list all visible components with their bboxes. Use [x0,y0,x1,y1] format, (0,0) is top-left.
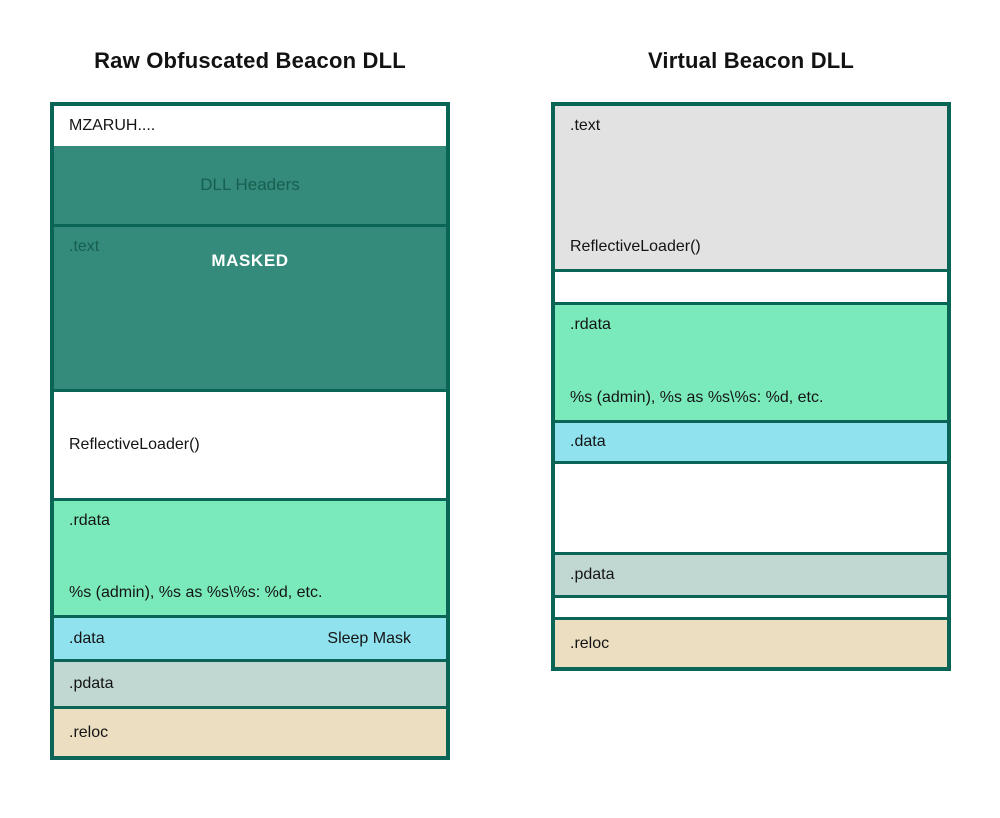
virtual-text-label: .text [570,117,601,134]
pdata-section: .pdata [54,662,446,709]
mz-header-text: MZARUH.... [69,117,156,134]
dll-headers-label: DLL Headers [200,175,300,194]
raw-obfuscated-dll-title: Raw Obfuscated Beacon DLL [94,48,406,73]
virtual-pdata-label: .pdata [570,566,615,583]
virtual-data-label: .data [570,433,606,450]
virtual-gap-3 [555,598,947,617]
virtual-rdata-strings-text: %s (admin), %s as %s\%s: %d, etc. [570,389,824,406]
reflective-loader-label: ReflectiveLoader() [69,436,200,453]
virtual-gap-2 [555,464,947,552]
virtual-reloc-label: .reloc [570,634,610,652]
dll-headers-section: DLL Headers [54,146,446,224]
rdata-section: .rdata %s (admin), %s as %s\%s: %d, etc. [54,498,446,618]
reloc-section: .reloc [54,709,446,756]
virtual-rdata-section: .rdata %s (admin), %s as %s\%s: %d, etc. [555,302,947,423]
virtual-data-section: .data [555,423,947,464]
sleep-mask-label: Sleep Mask [327,629,411,647]
virtual-dll-box: .text ReflectiveLoader() .rdata %s (admi… [551,102,951,671]
rdata-strings-text: %s (admin), %s as %s\%s: %d, etc. [69,584,323,601]
data-label: .data [69,629,105,647]
pdata-label: .pdata [69,675,114,692]
mz-header-section: MZARUH.... [54,106,446,146]
text-masked-section: .text MASKED [54,224,446,392]
virtual-gap-1 [555,272,947,302]
reloc-label: .reloc [69,723,109,741]
virtual-reflective-loader-label: ReflectiveLoader() [570,238,701,255]
virtual-rdata-label: .rdata [570,316,611,333]
rdata-label: .rdata [69,512,110,529]
virtual-dll-title: Virtual Beacon DLL [647,48,855,73]
reflective-loader-section: ReflectiveLoader() [54,392,446,498]
virtual-pdata-section: .pdata [555,552,947,598]
masked-label: MASKED [211,251,289,270]
data-section: .data Sleep Mask [54,618,446,662]
raw-obfuscated-dll-box: MZARUH.... DLL Headers .text MASKED Refl… [50,102,450,760]
text-section-label: .text [69,238,100,255]
virtual-reloc-section: .reloc [555,617,947,667]
virtual-text-section: .text ReflectiveLoader() [555,106,947,272]
